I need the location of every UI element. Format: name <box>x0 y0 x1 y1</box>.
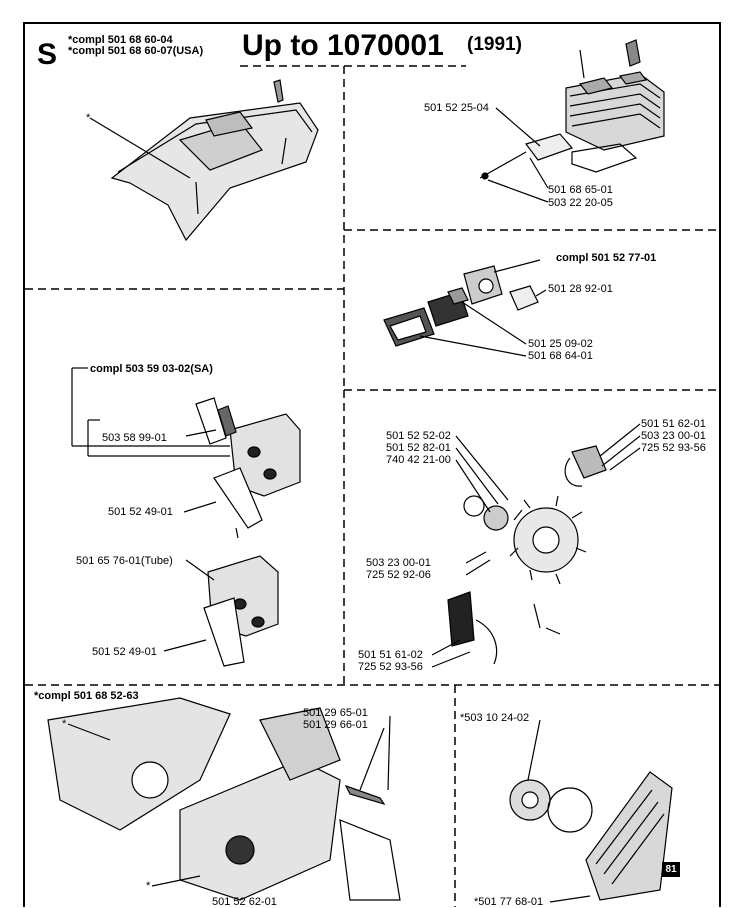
crankcase-star-label-2: * <box>146 880 151 892</box>
part-label-501-29-65-01: 501 29 65-01 <box>303 707 368 719</box>
part-label-501-52-25-04: 501 52 25-04 <box>424 102 489 114</box>
carburetor-drawing <box>383 259 547 357</box>
muffler-drawing <box>71 367 301 667</box>
part-label-725-52-93-56-b: 725 52 93-56 <box>358 661 423 673</box>
part-label-503-23-00-01-b: 503 23 00-01 <box>366 557 431 569</box>
part-label-503-22-20-05: 503 22 20-05 <box>548 197 613 209</box>
crankcase-drawing <box>47 697 401 901</box>
compl-label-1: *compl 501 68 60-04 <box>68 34 173 46</box>
section-letter: S <box>37 38 58 71</box>
page-number-badge: 81 <box>662 862 680 877</box>
part-label-501-77-68-01: *501 77 68-01 <box>474 896 544 908</box>
part-label-725-52-92-06: 725 52 92-06 <box>366 569 431 581</box>
part-label-501-52-49-01-b: 501 52 49-01 <box>92 646 157 658</box>
part-label-501-29-66-01: 501 29 66-01 <box>303 719 368 731</box>
carburetor-compl-label: compl 501 52 77-01 <box>556 252 657 264</box>
cover-star-label: * <box>86 112 91 124</box>
part-label-501-65-76-01-tube: 501 65 76-01(Tube) <box>76 555 173 567</box>
crankcase-star-label-1: * <box>62 718 67 730</box>
panel-dividers <box>25 65 720 907</box>
part-label-503-10-24-02: *503 10 24-02 <box>460 712 530 724</box>
page-year: (1991) <box>467 34 522 55</box>
part-label-501-52-52-02: 501 52 52-02 <box>386 430 451 442</box>
crankcase-compl-label: *compl 501 68 52-63 <box>34 690 139 702</box>
cylinder-drawing <box>479 39 665 203</box>
part-label-503-23-00-01-a: 503 23 00-01 <box>641 430 706 442</box>
part-label-501-28-92-01: 501 28 92-01 <box>548 283 613 295</box>
page-title: Up to 1070001 <box>242 29 444 62</box>
parts-sheet-frame <box>23 22 721 907</box>
muffler-compl-label: compl 503 59 03-02(SA) <box>90 363 213 375</box>
part-label-740-42-21-00: 740 42 21-00 <box>386 454 451 466</box>
top-cover-drawing <box>89 79 319 242</box>
part-label-501-51-61-02: 501 51 61-02 <box>358 649 423 661</box>
part-label-501-52-82-01: 501 52 82-01 <box>386 442 451 454</box>
part-label-501-51-62-01: 501 51 62-01 <box>641 418 706 430</box>
part-label-501-52-49-01-a: 501 52 49-01 <box>108 506 173 518</box>
part-label-501-52-62-01: 501 52 62-01 <box>212 896 277 908</box>
part-label-501-68-65-01: 501 68 65-01 <box>548 184 613 196</box>
part-label-501-68-64-01: 501 68 64-01 <box>528 350 593 362</box>
part-label-725-52-93-56-a: 725 52 93-56 <box>641 442 706 454</box>
part-label-501-25-09-02: 501 25 09-02 <box>528 338 593 350</box>
flywheel-ignition-drawing <box>431 423 641 668</box>
starter-drawing <box>509 719 673 903</box>
compl-label-2: *compl 501 68 60-07(USA) <box>68 45 204 57</box>
part-label-503-58-99-01: 503 58 99-01 <box>102 432 167 444</box>
